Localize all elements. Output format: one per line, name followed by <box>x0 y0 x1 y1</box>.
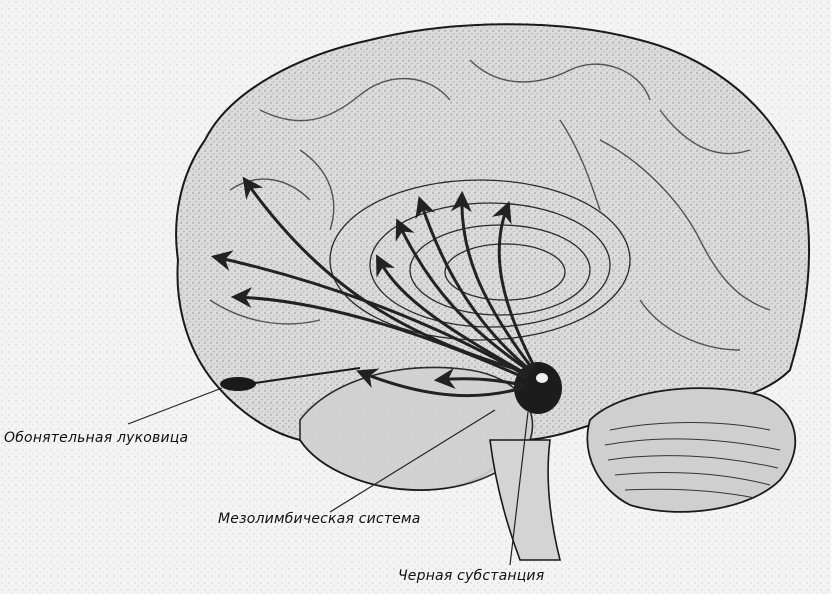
leader-lines <box>127 387 529 566</box>
pathway-arrow <box>492 201 536 368</box>
brainstem <box>489 439 562 561</box>
pathway-arrow <box>210 250 527 377</box>
leader-mesolimbic <box>329 409 496 513</box>
olfactory-tract <box>254 367 361 384</box>
label-mesolimbic-system: Мезолимбическая система <box>218 511 421 527</box>
cerebellum <box>586 387 797 513</box>
pathway-arrow <box>242 176 527 374</box>
pathway-arrow <box>433 368 524 389</box>
limbic-loops <box>329 179 631 341</box>
label-olfactory-bulb: Обонятельная луковица <box>4 430 189 446</box>
leader-olfactory <box>127 387 223 425</box>
olfactory-bulb <box>220 377 256 391</box>
pathway-arrow <box>415 196 532 372</box>
label-substantia-nigra: Черная субстанция <box>398 568 545 584</box>
pathway-arrow <box>356 368 524 398</box>
dopamine-pathways <box>210 176 536 398</box>
pathway-arrow <box>450 190 534 370</box>
pathway-arrow <box>230 287 527 380</box>
leader-substantia-nigra <box>509 411 529 566</box>
pathway-arrow <box>395 218 530 372</box>
pathway-arrow <box>376 254 530 377</box>
gyri-contours <box>209 59 771 351</box>
substantia-nigra-highlight <box>536 373 548 383</box>
